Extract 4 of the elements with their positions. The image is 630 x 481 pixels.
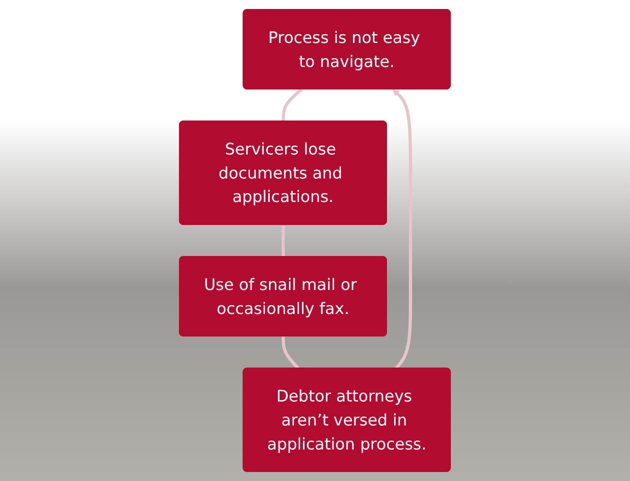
arrow (392, 89, 412, 370)
connector (282, 224, 286, 257)
connector (282, 336, 300, 370)
connector (282, 88, 303, 122)
